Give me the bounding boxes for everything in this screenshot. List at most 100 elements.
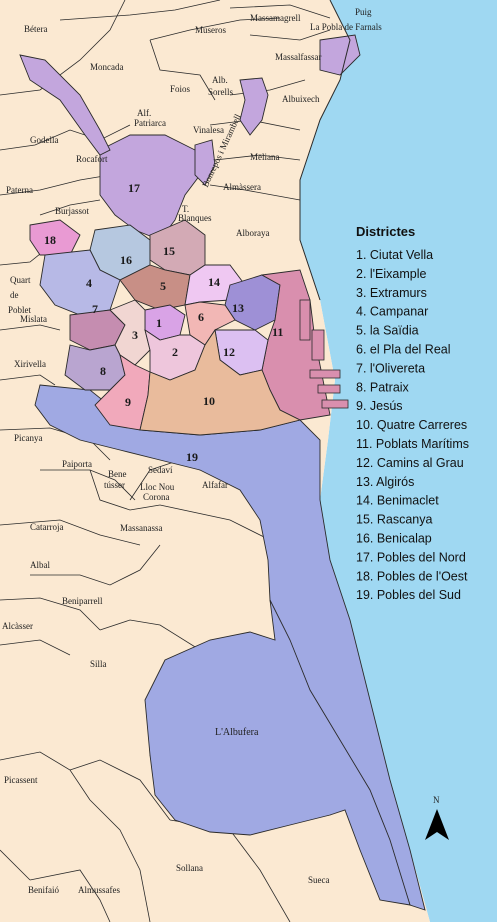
town-label: Benifaió [28,885,59,895]
district-6-label: 6 [198,310,204,324]
town-label: Albuixech [282,94,320,104]
district-14-label: 14 [208,275,220,289]
town-label: Quart [10,275,31,285]
district-17-ne-strip [319,34,361,76]
town-label: Alb. [212,75,228,85]
town-label: Vinalesa [193,125,224,135]
north-label: N [433,795,440,805]
legend-title: Districtes [356,224,415,239]
district-18-label: 18 [44,233,56,247]
town-label: Blanques [178,213,212,223]
town-label: T. [182,204,189,214]
district-7-label: 7 [92,302,98,316]
port-piers [299,299,349,409]
district-labels: 1 2 3 4 5 6 7 8 9 10 11 12 13 14 15 16 1… [44,181,283,464]
legend-item: 17. Pobles del Nord [356,550,466,564]
district-9-area [94,353,151,431]
legend-item: 1. Ciutat Vella [356,248,433,262]
town-label: Bétera [24,24,47,34]
town-label: Sollana [176,863,203,873]
district-17-north-strip [19,54,111,156]
legend-item: 10. Quatre Carreres [356,418,467,432]
town-label: Alf. [137,108,151,118]
town-label: Sedaví [148,465,173,475]
town-label: Xirivella [14,359,46,369]
district-13-label: 13 [232,301,244,315]
town-label: Patriarca [134,118,166,128]
town-label: Massamagrell [250,13,301,23]
district-10-area [139,328,302,436]
district-8-label: 8 [100,364,106,378]
legend-item: 4. Campanar [356,305,428,319]
legend-item: 6. el Pla del Real [356,343,451,357]
district-19-label: 19 [186,450,198,464]
town-label: Sorells [208,87,233,97]
district-3-label: 3 [132,328,138,342]
town-label: Museros [195,25,226,35]
legend-item: 9. Jesús [356,399,403,413]
legend-item: 7. l'Olivereta [356,361,425,375]
town-label: Almàssera [223,182,261,192]
town-label: Massalfassar [275,52,322,62]
town-label: Meliana [250,152,280,162]
town-label: Beniparrell [62,596,103,606]
legend-item: 5. la Saïdia [356,324,419,338]
legend-item: 15. Rascanya [356,513,432,527]
district-17-area [99,134,201,241]
town-label: Massanassa [120,523,163,533]
town-label: Corona [143,492,170,502]
town-labels: Bétera Moncada Museros Massamagrell Puig… [2,7,382,895]
legend-item: 19. Pobles del Sud [356,588,461,602]
lake-label: L'Albufera [215,727,259,738]
legend-item: 14. Benimaclet [356,494,439,508]
town-label: Silla [90,659,107,669]
town-label: Mislata [20,314,47,324]
north-arrow-icon [425,809,449,840]
town-label: Godella [30,135,59,145]
town-label: de [10,290,19,300]
town-label: tússer [104,480,125,490]
district-3-area [109,299,151,366]
town-label: Puig [355,7,372,17]
town-label: Lloc Nou [140,482,175,492]
town-label: Alcàsser [2,621,33,631]
district-15-label: 15 [163,244,175,258]
legend-item: 13. Algirós [356,475,414,489]
district-19-south-area [144,599,411,906]
town-label: Picanya [14,433,43,443]
town-label: Catarroja [30,522,63,532]
district-1-label: 1 [156,316,162,330]
sea [300,0,497,922]
town-label: Paterna [6,185,33,195]
town-label: Bene [108,469,127,479]
district-17-sorells [239,77,269,136]
legend-item: 16. Benicalap [356,532,432,546]
district-16-label: 16 [120,253,132,267]
district-17-bonrepos [194,139,216,186]
district-4-label: 4 [86,276,92,290]
district-12-label: 12 [223,345,235,359]
town-label: Albal [30,560,50,570]
district-17-label: 17 [128,181,140,195]
legend-item: 11. Poblats Marítims [356,437,469,451]
town-label: Poblet [8,305,32,315]
district-5-label: 5 [160,279,166,293]
legend-item: 12. Camins al Grau [356,456,464,470]
town-label: Paiporta [62,459,92,469]
town-label: Moncada [90,62,124,72]
town-label: Rocafort [76,154,108,164]
district-2-label: 2 [172,345,178,359]
town-label: Alfafar [202,480,228,490]
town-label: Picassent [4,775,38,785]
town-label: Foios [170,84,191,94]
town-label: Sueca [308,875,330,885]
legend-item: 8. Patraix [356,380,410,394]
coast-outline [299,0,351,301]
town-label: Alboraya [236,228,270,238]
district-9-label: 9 [125,395,131,409]
town-label: Burjassot [55,206,90,216]
legend-item: 2. l'Eixample [356,267,427,281]
